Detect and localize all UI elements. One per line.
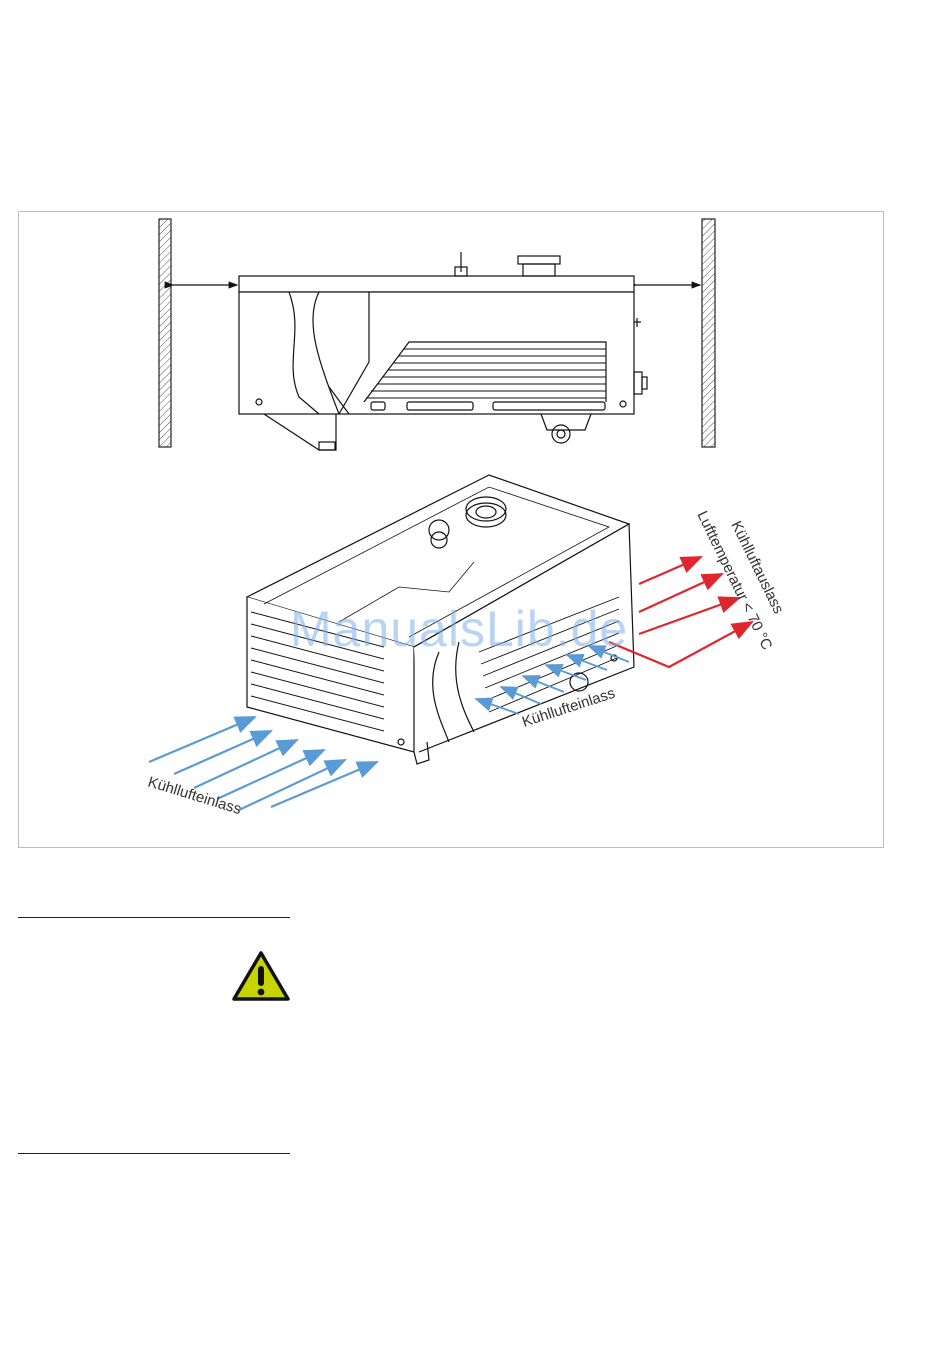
pump-diagram: Kühllufteinlass Kühllufteinlass Kühlluft… bbox=[19, 212, 885, 849]
watermark: ManualsLib.de bbox=[290, 600, 628, 658]
section-rule-top bbox=[18, 917, 290, 918]
warning-triangle-icon bbox=[231, 950, 291, 1002]
right-wall bbox=[702, 219, 715, 447]
left-wall bbox=[159, 219, 171, 447]
pump-side-view bbox=[239, 252, 647, 450]
inlet-front-label: Kühllufteinlass bbox=[146, 774, 243, 819]
section-rule-bottom bbox=[18, 1153, 290, 1154]
figure-frame: Kühllufteinlass Kühllufteinlass Kühlluft… bbox=[18, 211, 884, 848]
